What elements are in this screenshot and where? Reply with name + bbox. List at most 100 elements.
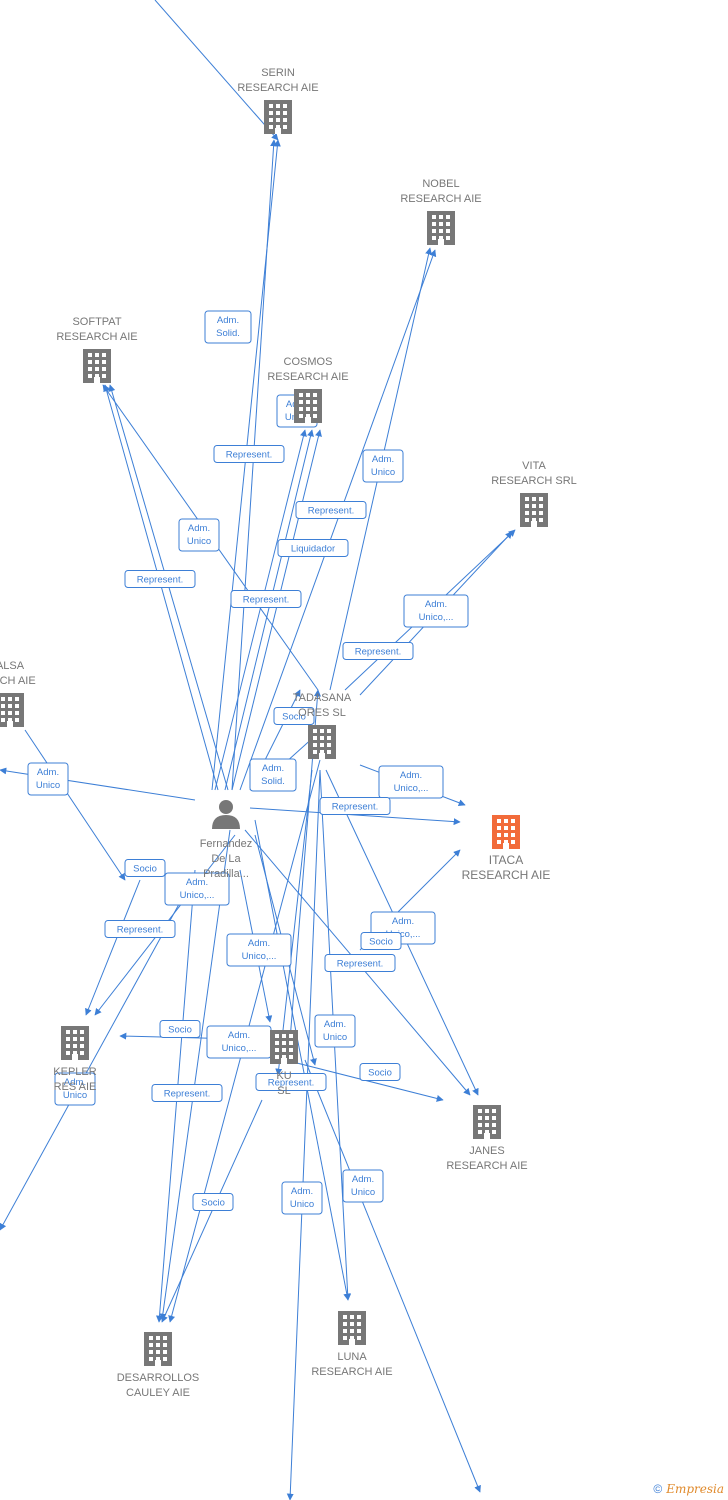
edge-label-box-e23 — [324, 954, 396, 972]
edge-label-e33[interactable]: Adm.Unico — [342, 1169, 384, 1203]
edge-label-e30[interactable]: Socio — [359, 1063, 401, 1081]
edge-label-text-e14-0: Adm. — [262, 763, 284, 774]
edge-label-e13[interactable]: Adm.Unico — [27, 762, 69, 796]
building-icon — [520, 493, 548, 527]
building-icon — [83, 349, 111, 383]
brand-logo[interactable]: Empresia — [666, 1482, 724, 1496]
edge-label-e26[interactable]: Adm.Unico — [314, 1014, 356, 1048]
edge-label-e24[interactable]: Socio — [159, 1020, 201, 1038]
node-label-person-0: Fernandez — [200, 838, 253, 850]
focus-building-icon — [492, 815, 520, 849]
edge-label-e14[interactable]: Adm.Solid. — [249, 758, 297, 792]
building-icon — [264, 100, 292, 134]
edge-label-text-e11-0: Represent. — [355, 647, 401, 658]
edge-label-e22[interactable]: Adm.Unico,... — [226, 933, 292, 967]
edge-label-e11[interactable]: Represent. — [342, 642, 414, 660]
node-label-desarrollos-0: DESARROLLOS — [117, 1372, 200, 1384]
edge-label-e12[interactable]: Socio — [273, 707, 315, 725]
edge-label-e32[interactable]: Adm.Unico — [281, 1181, 323, 1215]
building-icon — [473, 1105, 501, 1139]
edge-label-e7[interactable]: Liquidador — [277, 539, 349, 557]
node-alsa[interactable]: ALSAARCH AIE — [0, 660, 36, 727]
edge-label-box-e6 — [362, 449, 404, 483]
edge-label-text-e24-0: Socio — [168, 1025, 192, 1036]
edge-line-5 — [214, 429, 307, 791]
edge-label-e16[interactable]: Represent. — [319, 797, 391, 815]
edge-label-text-e4-0: Adm. — [188, 523, 210, 534]
edge-label-text-e25-0: Adm. — [228, 1030, 250, 1041]
node-label-kepler-1: RES AIE — [54, 1081, 97, 1093]
edge-label-e8[interactable]: Represent. — [124, 570, 196, 588]
edge-label-e17[interactable]: Socio — [124, 859, 166, 877]
edge-label-text-e18-1: Unico,... — [180, 890, 215, 901]
edge-label-e6[interactable]: Adm.Unico — [362, 449, 404, 483]
node-label-vita-0: VITA — [522, 460, 546, 472]
edge-label-text-e4-1: Unico — [187, 536, 211, 547]
edge-label-e10[interactable]: Adm.Unico,... — [403, 594, 469, 628]
edge-label-e4[interactable]: Adm. Unico — [178, 518, 220, 552]
node-label-person-1: De La — [211, 853, 241, 865]
edge-label-e27[interactable]: Adm.Unico — [54, 1072, 96, 1106]
edge-label-e1[interactable]: Adm.Solid. — [204, 310, 252, 344]
building-icon — [0, 693, 24, 727]
edge-label-e15[interactable]: Adm. Unico,... — [378, 765, 444, 799]
edge-label-box-e27 — [54, 1072, 96, 1106]
edge-line-6 — [224, 429, 314, 791]
edge-label-box-e30 — [359, 1063, 401, 1081]
edge-label-e3[interactable]: Represent. — [213, 445, 285, 463]
node-label-nobel-0: NOBEL — [422, 178, 459, 190]
edge-label-text-e25-1: Unico,... — [222, 1043, 257, 1054]
edge-label-box-e17 — [124, 859, 166, 877]
edge-label-box-e3 — [213, 445, 285, 463]
edge-label-e19[interactable]: Represent. — [104, 920, 176, 938]
node-label-tadasana-0: TADASANA — [293, 692, 352, 704]
edge-label-text-e15-1: Unico,... — [394, 783, 429, 794]
edge-label-box-e31 — [192, 1193, 234, 1211]
edge-label-box-e14 — [249, 758, 297, 792]
edge-label-e18[interactable]: Adm. Unico,... — [164, 872, 230, 906]
building-icon — [338, 1311, 366, 1345]
edge-label-e23[interactable]: Represent. — [324, 954, 396, 972]
edge-label-text-e33-1: Unico — [351, 1187, 375, 1198]
edge-label-text-e18-0: Adm. — [186, 877, 208, 888]
edge-label-text-e13-0: Adm. — [37, 767, 59, 778]
edge-label-text-e29-0: Represent. — [164, 1089, 210, 1100]
edge-label-e28[interactable]: Represent. — [255, 1073, 327, 1091]
edge-line-7 — [231, 429, 322, 791]
node-label-itaca-0: ITACA — [489, 853, 523, 867]
edge-label-e25[interactable]: Adm. Unico,... — [206, 1025, 272, 1059]
edge-label-text-e22-1: Unico,... — [242, 951, 277, 962]
person-icon — [212, 800, 240, 829]
edge-label-e29[interactable]: Represent. — [151, 1084, 223, 1102]
edge-label-box-e7 — [277, 539, 349, 557]
edge-label-e5[interactable]: Represent. — [295, 501, 367, 519]
edge-label-box-e4 — [178, 518, 220, 552]
node-label-serin-1: RESEARCH AIE — [237, 82, 318, 94]
edge-label-text-e8-0: Represent. — [137, 575, 183, 586]
node-label-ku-0: KU — [276, 1070, 291, 1082]
edge-label-text-e6-1: Unico — [371, 467, 395, 478]
building-icon — [144, 1332, 172, 1366]
edge-label-e9[interactable]: Represent. — [230, 590, 302, 608]
node-label-janes-0: JANES — [469, 1145, 504, 1157]
edge-label-e31[interactable]: Socio — [192, 1193, 234, 1211]
edge-line-23 — [159, 829, 231, 1321]
edge-label-e21[interactable]: Socio — [360, 932, 402, 950]
edge-label-text-e20-0: Adm. — [392, 916, 414, 927]
edge-label-text-e15-0: Adm. — [400, 770, 422, 781]
edge-label-text-e7-0: Liquidador — [291, 544, 335, 555]
node-label-cosmos-1: RESEARCH AIE — [267, 371, 348, 383]
